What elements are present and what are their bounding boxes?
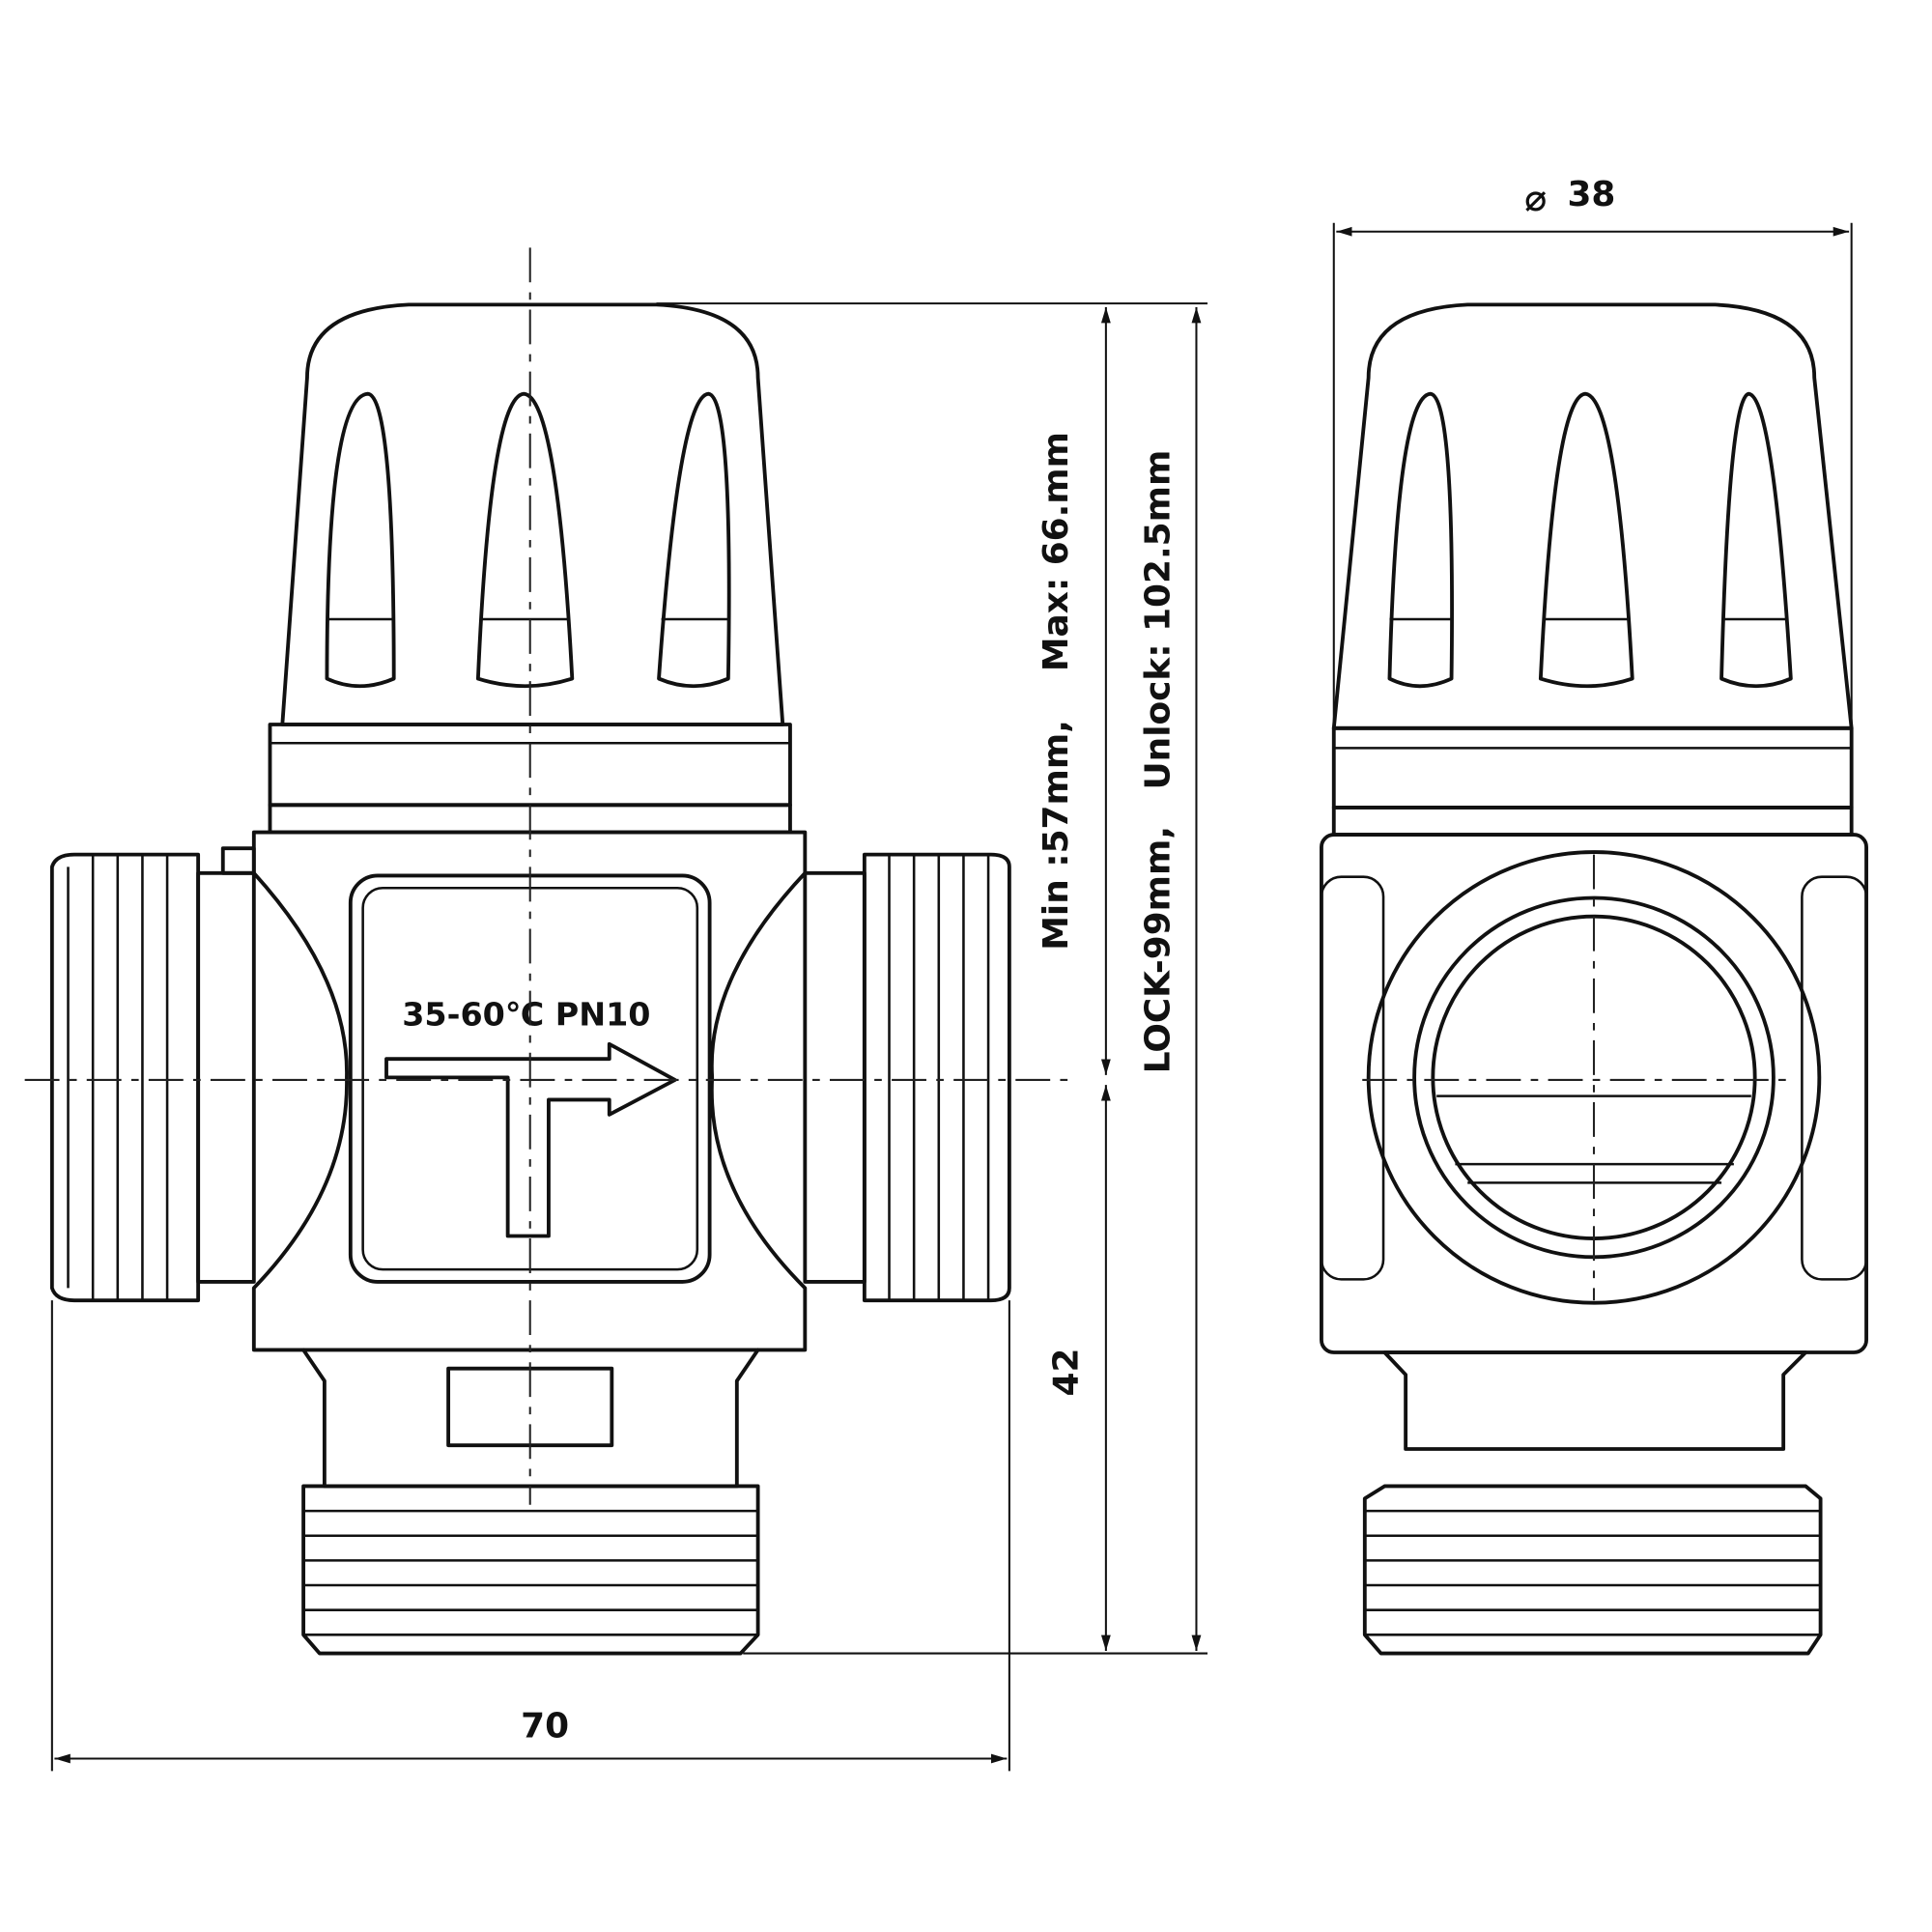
front-view: 35-60℃ PN10 [24, 247, 1078, 1656]
min-max-height-note: Min :57mm, Max: 66.mm [1037, 432, 1076, 951]
lower-height-dimension: 42 [1046, 1349, 1086, 1397]
width-dimension: 70 [521, 1707, 569, 1747]
lock-unlock-height-note: LOCK-99mm, Unlock: 102.5mm [1138, 450, 1178, 1074]
temperature-pressure-label: 35-60℃ PN10 [402, 996, 650, 1034]
diameter-dimension: 38 [1567, 175, 1615, 214]
flow-arrow-icon [384, 1041, 677, 1238]
left-threaded-port [49, 852, 256, 1303]
diameter-icon: ⌀ [1524, 177, 1547, 220]
front-dimensions: 70 42 Min :57mm, Max: 66.mm LOCK-99mm, U… [50, 302, 1208, 1772]
valve-body: 35-60℃ PN10 [220, 830, 808, 1352]
right-threaded-port [803, 852, 1011, 1303]
side-view: ⌀ 38 [1320, 175, 1868, 1656]
